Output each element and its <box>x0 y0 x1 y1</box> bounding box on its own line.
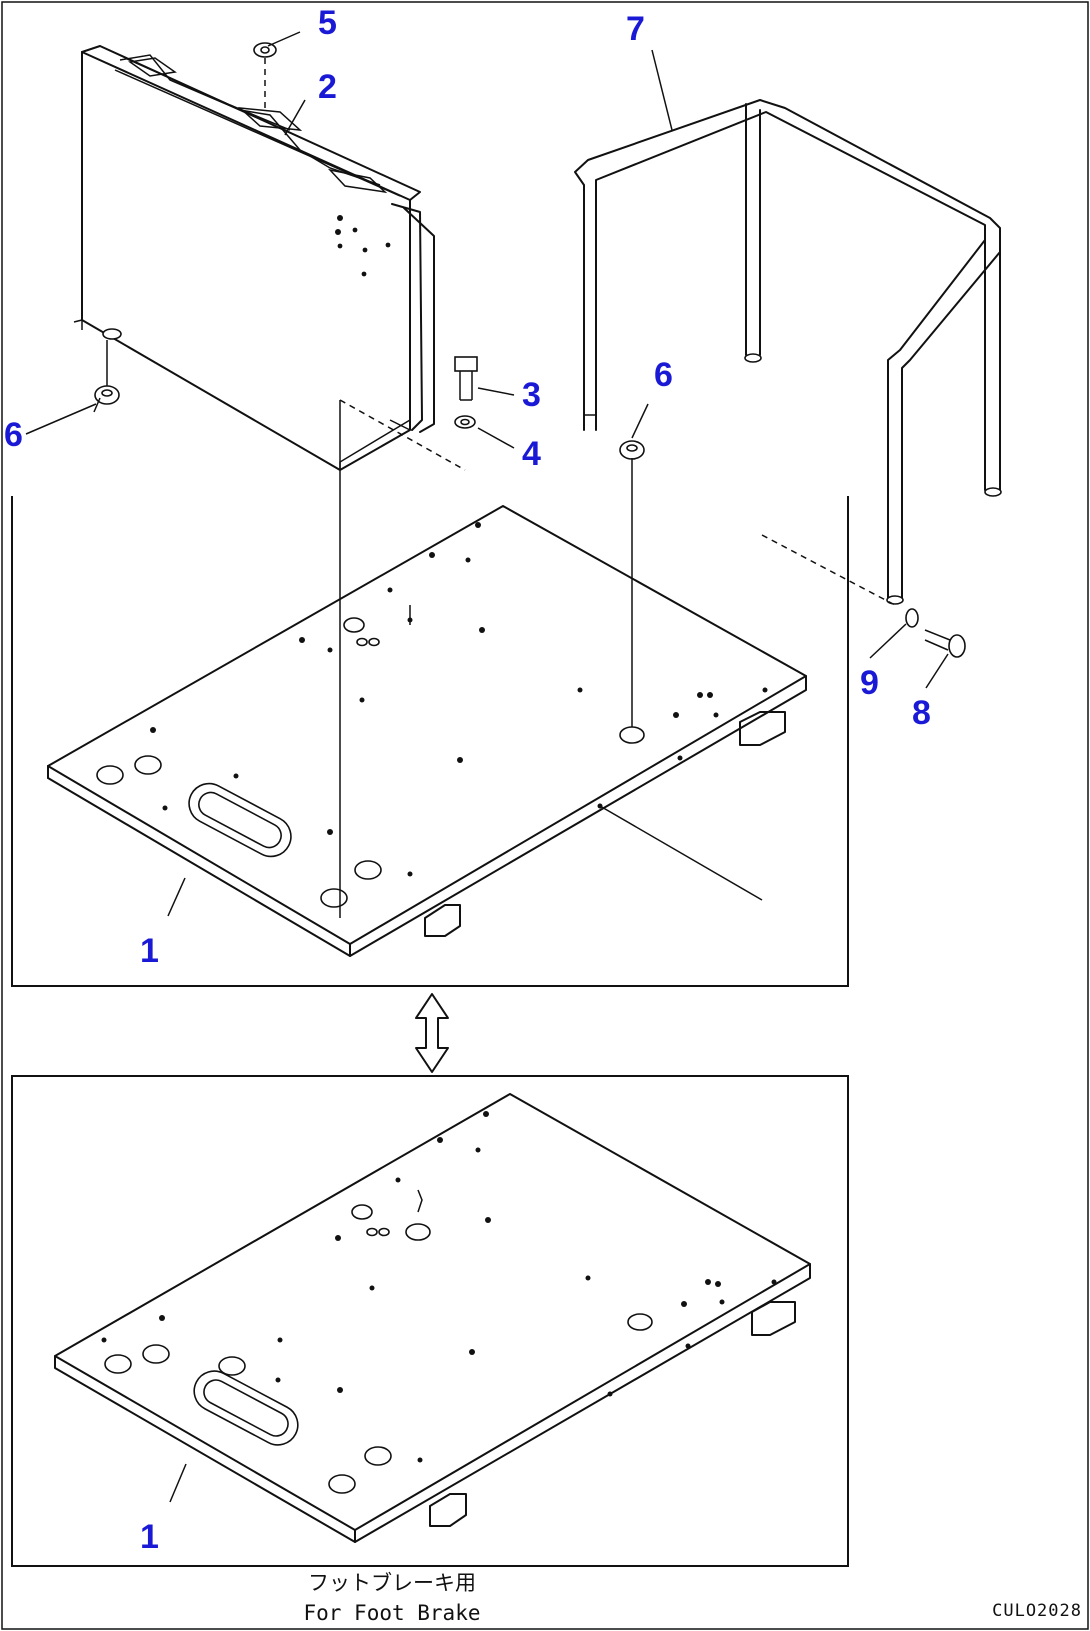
callout-9: 9 <box>860 664 879 702</box>
caption-japanese: フットブレーキ用 <box>308 1571 476 1595</box>
guide-line-8 <box>761 534 896 606</box>
floor-plate-top <box>47 505 807 957</box>
cover-box <box>73 45 435 471</box>
drawing-code: CULO2028 <box>992 1601 1082 1621</box>
caption-english: For Foot Brake <box>303 1601 480 1625</box>
floor-plate-bottom <box>54 1093 811 1543</box>
callout-5: 5 <box>318 4 337 42</box>
callout-4: 4 <box>522 435 541 473</box>
guide-line-right <box>599 805 763 901</box>
bottom-frame <box>11 1075 849 1567</box>
guide-line-3 <box>339 399 466 471</box>
top-frame <box>11 496 849 987</box>
hand-rail <box>574 99 1002 605</box>
washer-9 <box>905 608 919 628</box>
callout-6-left: 6 <box>4 416 23 454</box>
bolt-8 <box>924 629 966 658</box>
callout-1-top: 1 <box>140 932 159 970</box>
callout-2: 2 <box>318 68 337 106</box>
callout-7: 7 <box>626 10 645 48</box>
callout-1-bottom: 1 <box>140 1518 159 1556</box>
nut-6-left <box>94 340 120 405</box>
nut-6-middle <box>619 440 645 730</box>
nut-5 <box>253 42 277 110</box>
bolt-3 <box>454 356 478 401</box>
callout-3: 3 <box>522 376 541 414</box>
callout-8: 8 <box>912 694 931 732</box>
alternate-arrow <box>415 993 449 1073</box>
washer-4 <box>454 415 476 429</box>
leaders <box>25 31 949 1503</box>
callout-6-middle: 6 <box>654 356 673 394</box>
